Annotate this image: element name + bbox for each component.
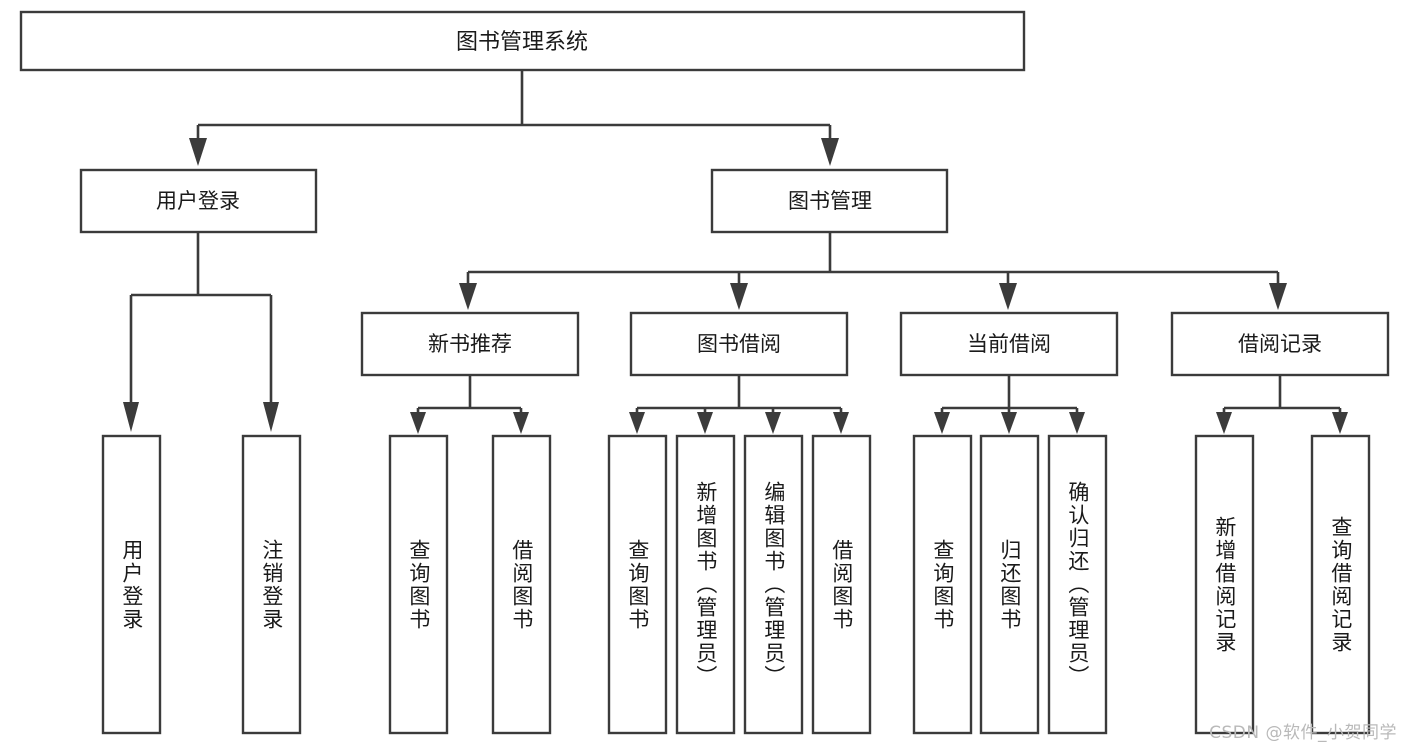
arrowhead-leaf-logout [263,402,279,432]
node-user-login-label: 用户登录 [156,189,240,213]
node-book-management-box[interactable] [710,168,949,234]
node-borrow-record-box[interactable] [1170,311,1390,377]
node-current-borrow-box[interactable] [899,311,1119,377]
arrowhead-confirm-return-cb [1069,412,1085,434]
arrowhead-edit-book-bb [765,412,781,434]
leaf-box-nb-query-book[interactable] [388,434,449,735]
arrowhead-book-borrow [730,283,748,310]
node-root-box[interactable] [19,10,1026,72]
connector-group-user-login [123,233,279,432]
connector-group-borrow-record [1216,375,1348,434]
node-current-borrow[interactable]: 当前借阅 [899,311,1119,377]
node-book-management[interactable]: 图书管理 [710,168,949,234]
connector-group-current-borrow [934,375,1085,434]
csdn-watermark: CSDN @软件_小贺同学 [1209,723,1397,743]
node-new-book-recommend-box[interactable] [360,311,580,377]
node-user-login-box[interactable] [79,168,318,234]
node-book-borrow-box[interactable] [629,311,849,377]
node-current-borrow-label: 当前借阅 [967,332,1051,356]
arrowhead-query-book-cb [934,412,950,434]
node-new-book-recommend[interactable]: 新书推荐 [360,311,580,377]
leaf-box-cb-confirm-return[interactable] [1047,434,1108,735]
arrowhead-current-borrow [999,283,1017,310]
leaf-box-br-query-record[interactable] [1310,434,1371,735]
leaf-box-user-login[interactable] [101,434,162,735]
arrowhead-borrow-book-nb [513,412,529,434]
leaf-box-nb-borrow-book[interactable] [491,434,552,735]
leaf-box-bb-edit-book[interactable] [743,434,804,735]
arrowhead-query-book-bb [629,412,645,434]
arrowhead-book-mgmt [821,138,839,166]
arrowhead-borrow-book-bb [833,412,849,434]
arrowhead-add-book-bb [697,412,713,434]
node-borrow-record-label: 借阅记录 [1238,332,1322,356]
arrowhead-new-book-recommend [459,283,477,310]
node-new-book-recommend-label: 新书推荐 [428,332,512,356]
connector-group-book-borrow [629,375,849,434]
arrowhead-query-book-nb [410,412,426,434]
node-book-borrow-label: 图书借阅 [697,332,781,356]
node-book-borrow[interactable]: 图书借阅 [629,311,849,377]
node-borrow-record[interactable]: 借阅记录 [1170,311,1390,377]
leaf-box-br-add-record[interactable] [1194,434,1255,735]
node-root-label: 图书管理系统 [456,30,588,55]
connector-group-new-book [410,375,529,434]
leaf-box-bb-query-book[interactable] [607,434,668,735]
node-user-login[interactable]: 用户登录 [79,168,318,234]
arrowhead-add-record-br [1216,412,1232,434]
leaf-box-logout[interactable] [241,434,302,735]
arrowhead-query-record-br [1332,412,1348,434]
leaf-box-cb-query-book[interactable] [912,434,973,735]
node-root[interactable]: 图书管理系统 [19,10,1026,72]
leaf-box-cb-return-book[interactable] [979,434,1040,735]
connector-group-root [189,71,839,166]
arrowhead-user-login [189,138,207,166]
node-book-management-label: 图书管理 [788,189,872,213]
leaf-box-bb-borrow-book[interactable] [811,434,872,735]
connector-group-book-mgmt [459,233,1287,310]
arrowhead-leaf-user-login [123,402,139,432]
leaf-box-bb-add-book[interactable] [675,434,736,735]
arrowhead-return-book-cb [1001,412,1017,434]
arrowhead-borrow-record [1269,283,1287,310]
